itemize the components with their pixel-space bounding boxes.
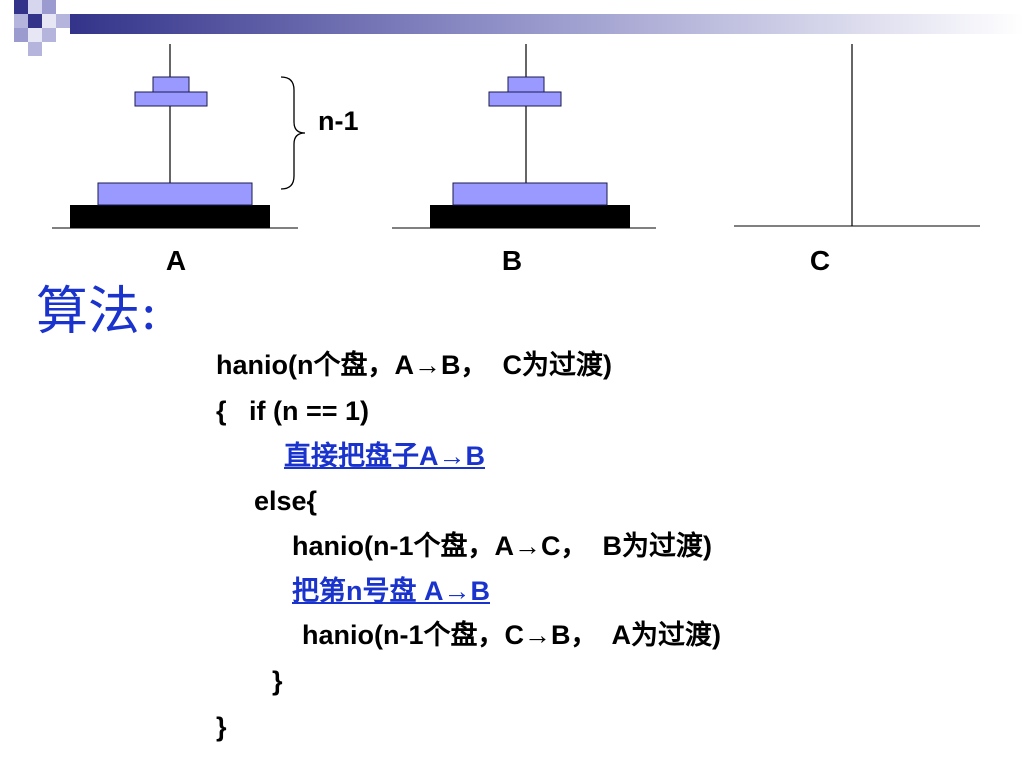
disk-b-smallest [507,76,545,93]
brace-label: n-1 [318,106,359,136]
code-line-move-nth-link[interactable]: 把第n号盘 A→B [292,576,490,606]
code-line-else: else{ [254,486,318,516]
code-line-close-outer: } [216,712,227,742]
code-line-move-direct-link[interactable]: 直接把盘子A→B [284,441,485,471]
peg-label-b: B [501,245,523,276]
code-line-if: { if (n == 1) [216,396,370,426]
corner-decoration [14,0,70,56]
brace-icon [280,76,306,190]
disk-b-bottom [452,182,608,206]
peg-a [52,44,298,229]
base-block-a [70,205,270,228]
base-block-b [430,205,630,228]
disk-b-small [488,91,562,107]
hanoi-diagram: n-1 [52,44,980,229]
algorithm-heading: 算法: [36,282,158,342]
peg-label-c: C [809,245,831,276]
disk-a-small [134,91,208,107]
peg-label-a: A [165,245,187,276]
peg-c [734,44,980,227]
code-line-close-inner: } [272,666,283,696]
disk-a-bottom [97,182,253,206]
header-gradient-bar [70,14,1024,34]
disk-a-smallest [152,76,190,93]
code-line-recurse-second: hanio(n-1个盘，C→B， A为过渡) [302,620,721,650]
peg-b [392,44,656,229]
code-line-signature: hanio(n个盘，A→B， C为过渡) [216,350,612,380]
code-line-recurse-first: hanio(n-1个盘，A→C， B为过渡) [292,531,712,561]
